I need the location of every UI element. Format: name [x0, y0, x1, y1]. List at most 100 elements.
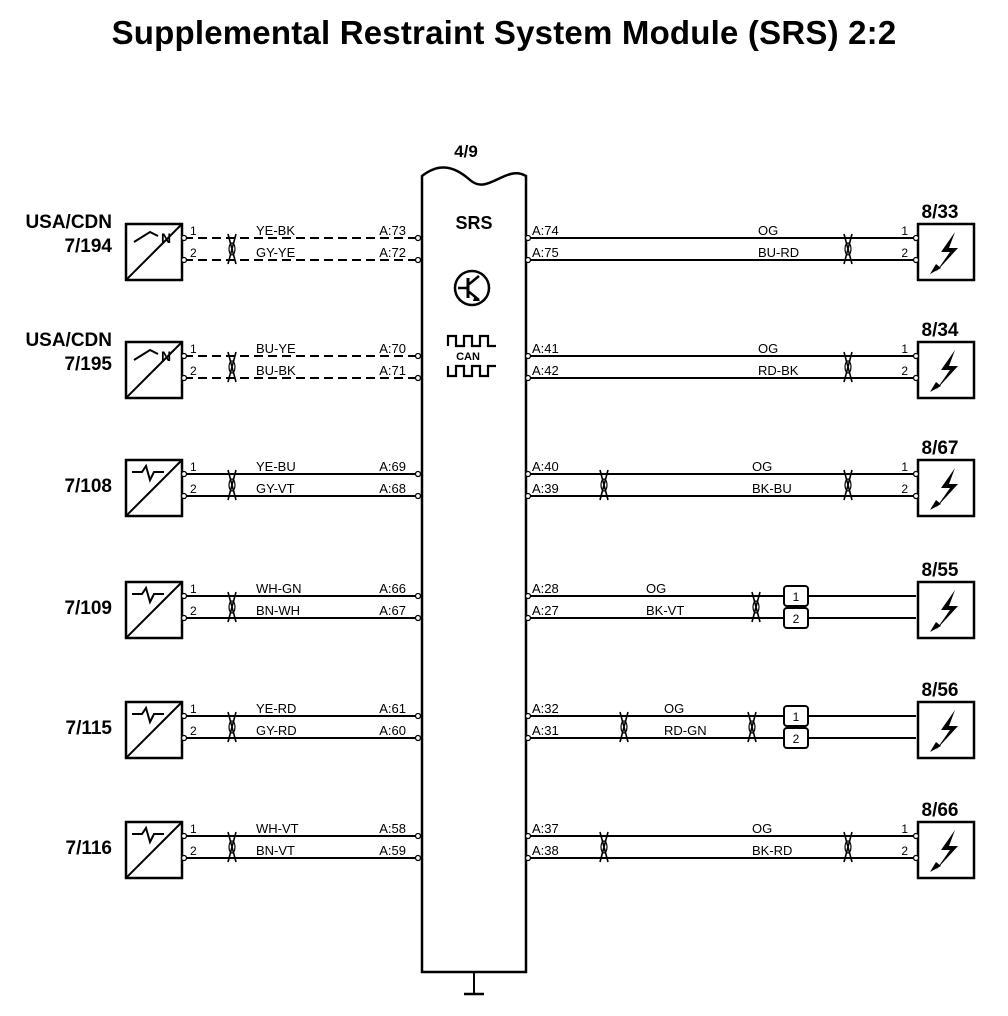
- sensor-diagonal: [125, 581, 183, 639]
- ramp-icon: [133, 348, 159, 361]
- srs-module-body: [420, 166, 528, 974]
- wire-color: YE-BK: [256, 223, 295, 238]
- component-label: 7/109: [64, 598, 112, 619]
- wire-color: GY-VT: [256, 481, 295, 496]
- terminal-id: A:69: [379, 459, 406, 474]
- terminal-dot: [414, 352, 422, 360]
- pin-number: 1: [190, 224, 197, 238]
- impulse-icon: [132, 585, 164, 605]
- terminal-id: A:39: [532, 481, 559, 496]
- pin-number: 2: [190, 482, 197, 496]
- pin-dot: [912, 256, 920, 264]
- component-label: 7/195: [64, 354, 112, 375]
- terminal-id: A:74: [532, 223, 559, 238]
- component-label: 8/56: [922, 680, 959, 701]
- twisted-pair-mark: [600, 840, 608, 854]
- wire-color: YE-BU: [256, 459, 296, 474]
- wire-color: GY-YE: [256, 245, 296, 260]
- twisted-pair-mark: [227, 831, 237, 863]
- twisted-pair-mark: [228, 840, 236, 854]
- impulse-icon: [132, 705, 164, 725]
- pin-dot: [180, 592, 188, 600]
- impulse-icon: [132, 463, 164, 483]
- pin-number: 1: [901, 460, 908, 474]
- wire-color: OG: [664, 701, 684, 716]
- connector-pin-box: [783, 585, 809, 607]
- pin-dot: [912, 470, 920, 478]
- pin-number: 1: [901, 342, 908, 356]
- terminal-id: A:37: [532, 821, 559, 836]
- pin-number: 1: [793, 590, 800, 604]
- terminal-dot: [414, 734, 422, 742]
- pin-dot: [912, 374, 920, 382]
- sensor-diagonal: [125, 459, 183, 517]
- terminal-id: A:75: [532, 245, 559, 260]
- wire-color: OG: [758, 341, 778, 356]
- pin-number: 1: [190, 342, 197, 356]
- wire-color: RD-BK: [758, 363, 799, 378]
- pin-dot: [180, 470, 188, 478]
- ramp-icon: [133, 230, 159, 243]
- component-label: 8/33: [922, 202, 959, 223]
- component-label: 7/108: [64, 476, 112, 497]
- module-id: 4/9: [454, 142, 478, 161]
- pin-number: 2: [901, 246, 908, 260]
- terminal-id: A:68: [379, 481, 406, 496]
- wire-color: BU-RD: [758, 245, 799, 260]
- pin-number: 2: [190, 364, 197, 378]
- arrow-icon: [930, 622, 941, 632]
- sensor-diagonal: [125, 701, 183, 759]
- pin-dot: [912, 492, 920, 500]
- pin-number: 1: [190, 702, 197, 716]
- pin-dot: [180, 492, 188, 500]
- pin-number: 1: [190, 582, 197, 596]
- twisted-pair-mark: [227, 351, 237, 383]
- arrow-icon: [930, 500, 941, 510]
- twisted-pair-mark: [844, 478, 852, 492]
- terminal-dot: [414, 492, 422, 500]
- sensor-diagonal: [125, 341, 183, 399]
- wire-color: RD-GN: [664, 723, 707, 738]
- pin-number: 2: [190, 844, 197, 858]
- wire-color: BU-YE: [256, 341, 296, 356]
- twisted-pair-mark: [227, 469, 237, 501]
- sensor-type: N: [161, 348, 171, 364]
- pin-number: 2: [793, 732, 800, 746]
- pin-number: 2: [190, 246, 197, 260]
- lightning-icon: [936, 350, 958, 390]
- terminal-dot: [524, 352, 532, 360]
- wire-color: BK-BU: [752, 481, 792, 496]
- twisted-pair-mark: [228, 720, 236, 734]
- component-label: 8/66: [922, 800, 959, 821]
- twisted-pair-mark: [227, 591, 237, 623]
- lightning-icon: [936, 590, 958, 630]
- pin-dot: [180, 256, 188, 264]
- terminal-id: A:27: [532, 603, 559, 618]
- wire-color: BU-BK: [256, 363, 296, 378]
- component-label: 8/67: [922, 438, 959, 459]
- wire-color: BN-VT: [256, 843, 295, 858]
- terminal-id: A:72: [379, 245, 406, 260]
- pin-dot: [180, 614, 188, 622]
- terminal-id: A:40: [532, 459, 559, 474]
- connector-pin-box: [783, 705, 809, 727]
- pin-dot: [912, 234, 920, 242]
- terminal-dot: [524, 470, 532, 478]
- terminal-id: A:41: [532, 341, 559, 356]
- pin-dot: [180, 832, 188, 840]
- twisted-pair-mark: [844, 840, 852, 854]
- can-bus-icon: [446, 334, 496, 378]
- pin-number: 2: [901, 844, 908, 858]
- arrow-icon: [930, 862, 941, 872]
- pin-number: 1: [190, 822, 197, 836]
- sensor-type: N: [161, 230, 171, 246]
- pin-number: 2: [793, 612, 800, 626]
- pin-number: 2: [901, 482, 908, 496]
- terminal-dot: [524, 854, 532, 862]
- twisted-pair-mark: [752, 600, 760, 614]
- twisted-pair-mark: [228, 242, 236, 256]
